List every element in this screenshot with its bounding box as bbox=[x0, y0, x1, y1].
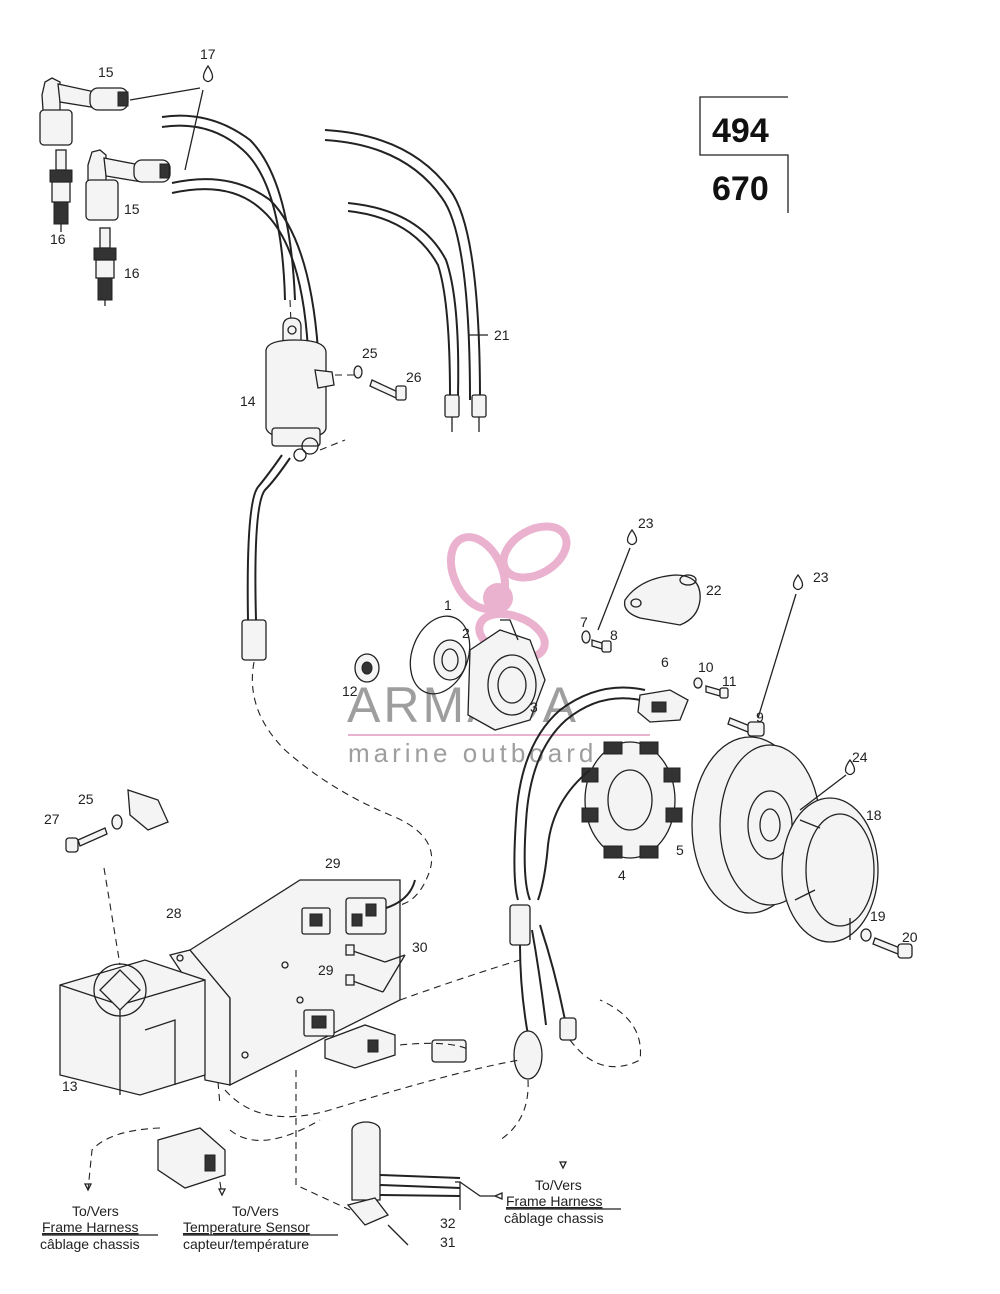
model-494: 494 bbox=[712, 112, 769, 150]
note-temp-fr: capteur/température bbox=[183, 1236, 309, 1252]
label-14: 14 bbox=[240, 393, 256, 409]
label-7: 7 bbox=[580, 614, 588, 630]
label-22: 22 bbox=[706, 582, 722, 598]
label-32: 32 bbox=[440, 1215, 456, 1231]
label-23b: 23 bbox=[813, 569, 829, 585]
label-25a: 25 bbox=[362, 345, 378, 361]
part-labels: 1 2 3 4 5 6 7 8 9 10 11 12 13 14 15 15 1… bbox=[44, 46, 918, 1250]
o-ring-1 bbox=[409, 615, 471, 695]
label-8: 8 bbox=[610, 627, 618, 643]
cdi-module-13 bbox=[59, 959, 206, 1096]
high-tension-leads bbox=[161, 114, 319, 351]
label-25b: 25 bbox=[78, 791, 94, 807]
leads-21 bbox=[324, 129, 488, 432]
label-18: 18 bbox=[866, 807, 882, 823]
label-16a: 16 bbox=[50, 231, 66, 247]
label-28: 28 bbox=[166, 905, 182, 921]
label-15a: 15 bbox=[98, 64, 114, 80]
note-frame-left-to: To/Vers bbox=[72, 1203, 119, 1219]
watermark: ARMADA marine outboard bbox=[347, 522, 650, 768]
connector-29b bbox=[303, 1009, 396, 1069]
watermark-tagline: marine outboard bbox=[348, 738, 597, 768]
washer-10 bbox=[693, 677, 703, 689]
label-12: 12 bbox=[342, 683, 358, 699]
temperature-connector bbox=[157, 1127, 226, 1189]
spark-plug-lower bbox=[93, 227, 117, 306]
label-26: 26 bbox=[406, 369, 422, 385]
note-frame-right-fr: câblage chassis bbox=[504, 1210, 604, 1226]
note-frame-right-en: Frame Harness bbox=[506, 1193, 602, 1209]
label-17: 17 bbox=[200, 46, 216, 62]
note-frame-harness-right: To/Vers Frame Harness câblage chassis bbox=[504, 1177, 621, 1226]
label-4: 4 bbox=[618, 867, 626, 883]
bolt-9 bbox=[727, 717, 765, 737]
label-15b: 15 bbox=[124, 201, 140, 217]
label-29b: 29 bbox=[318, 962, 334, 978]
coil-wiring bbox=[241, 454, 433, 906]
connector-29a bbox=[301, 879, 416, 935]
label-13: 13 bbox=[62, 1078, 78, 1094]
lubricant-drop-icon bbox=[626, 528, 638, 546]
spark-plug-upper bbox=[49, 149, 73, 232]
washer-25b bbox=[111, 814, 123, 830]
washer-19 bbox=[860, 928, 872, 942]
cover-22 bbox=[623, 574, 701, 626]
ring-gear-18 bbox=[781, 797, 879, 943]
label-19: 19 bbox=[870, 908, 886, 924]
bolt-11 bbox=[705, 685, 729, 699]
note-frame-left-fr: câblage chassis bbox=[40, 1236, 140, 1252]
label-23a: 23 bbox=[638, 515, 654, 531]
trigger-coil-6 bbox=[637, 689, 689, 723]
note-temp-en: Temperature Sensor bbox=[183, 1219, 310, 1235]
label-29a: 29 bbox=[325, 855, 341, 871]
note-temp-to: To/Vers bbox=[232, 1203, 279, 1219]
crankcase-housing-3 bbox=[467, 619, 546, 731]
model-670: 670 bbox=[712, 170, 769, 208]
lubricant-drop-icon bbox=[792, 573, 804, 591]
note-frame-left-en: Frame Harness bbox=[42, 1219, 138, 1235]
screw-30a bbox=[345, 944, 386, 963]
label-10: 10 bbox=[698, 659, 714, 675]
watermark-brand: ARMADA bbox=[347, 677, 579, 733]
model-box: 494 670 bbox=[699, 96, 789, 213]
label-30: 30 bbox=[412, 939, 428, 955]
spark-plug-cap-upper bbox=[39, 77, 129, 146]
label-24: 24 bbox=[852, 749, 868, 765]
label-1: 1 bbox=[444, 597, 452, 613]
label-20: 20 bbox=[902, 929, 918, 945]
label-16b: 16 bbox=[124, 265, 140, 281]
spark-plug-cap-lower bbox=[85, 149, 171, 221]
label-2: 2 bbox=[462, 625, 470, 641]
clip-icon bbox=[127, 789, 169, 831]
bolt-27 bbox=[65, 827, 108, 853]
sleeve-32 bbox=[351, 1121, 495, 1210]
connector-small bbox=[431, 1039, 467, 1063]
label-31: 31 bbox=[440, 1234, 456, 1250]
bolt-8 bbox=[581, 630, 612, 653]
note-frame-harness-left: To/Vers Frame Harness câblage chassis bbox=[40, 1203, 158, 1252]
label-27: 27 bbox=[44, 811, 60, 827]
stator-4 bbox=[581, 741, 683, 859]
label-6: 6 bbox=[661, 654, 669, 670]
washer-25 bbox=[353, 365, 363, 379]
grommet-12 bbox=[354, 653, 380, 683]
label-5: 5 bbox=[676, 842, 684, 858]
stator-harness bbox=[499, 686, 646, 1141]
screw-30b bbox=[345, 974, 384, 993]
bolt-20 bbox=[872, 937, 913, 959]
clip-31 bbox=[346, 1197, 409, 1246]
lubricant-drop-icon bbox=[844, 758, 856, 776]
label-11: 11 bbox=[722, 673, 737, 689]
ignition-coil bbox=[265, 317, 355, 462]
label-21: 21 bbox=[494, 327, 510, 343]
propeller-logo-icon bbox=[446, 522, 571, 663]
seal-2 bbox=[433, 639, 467, 681]
bolt-26 bbox=[369, 379, 407, 401]
note-temperature-sensor: To/Vers Temperature Sensor capteur/tempé… bbox=[183, 1203, 338, 1252]
label-3: 3 bbox=[530, 699, 538, 715]
label-9: 9 bbox=[756, 709, 764, 725]
lubricant-drop-icon bbox=[202, 64, 214, 83]
note-frame-right-to: To/Vers bbox=[535, 1177, 582, 1193]
